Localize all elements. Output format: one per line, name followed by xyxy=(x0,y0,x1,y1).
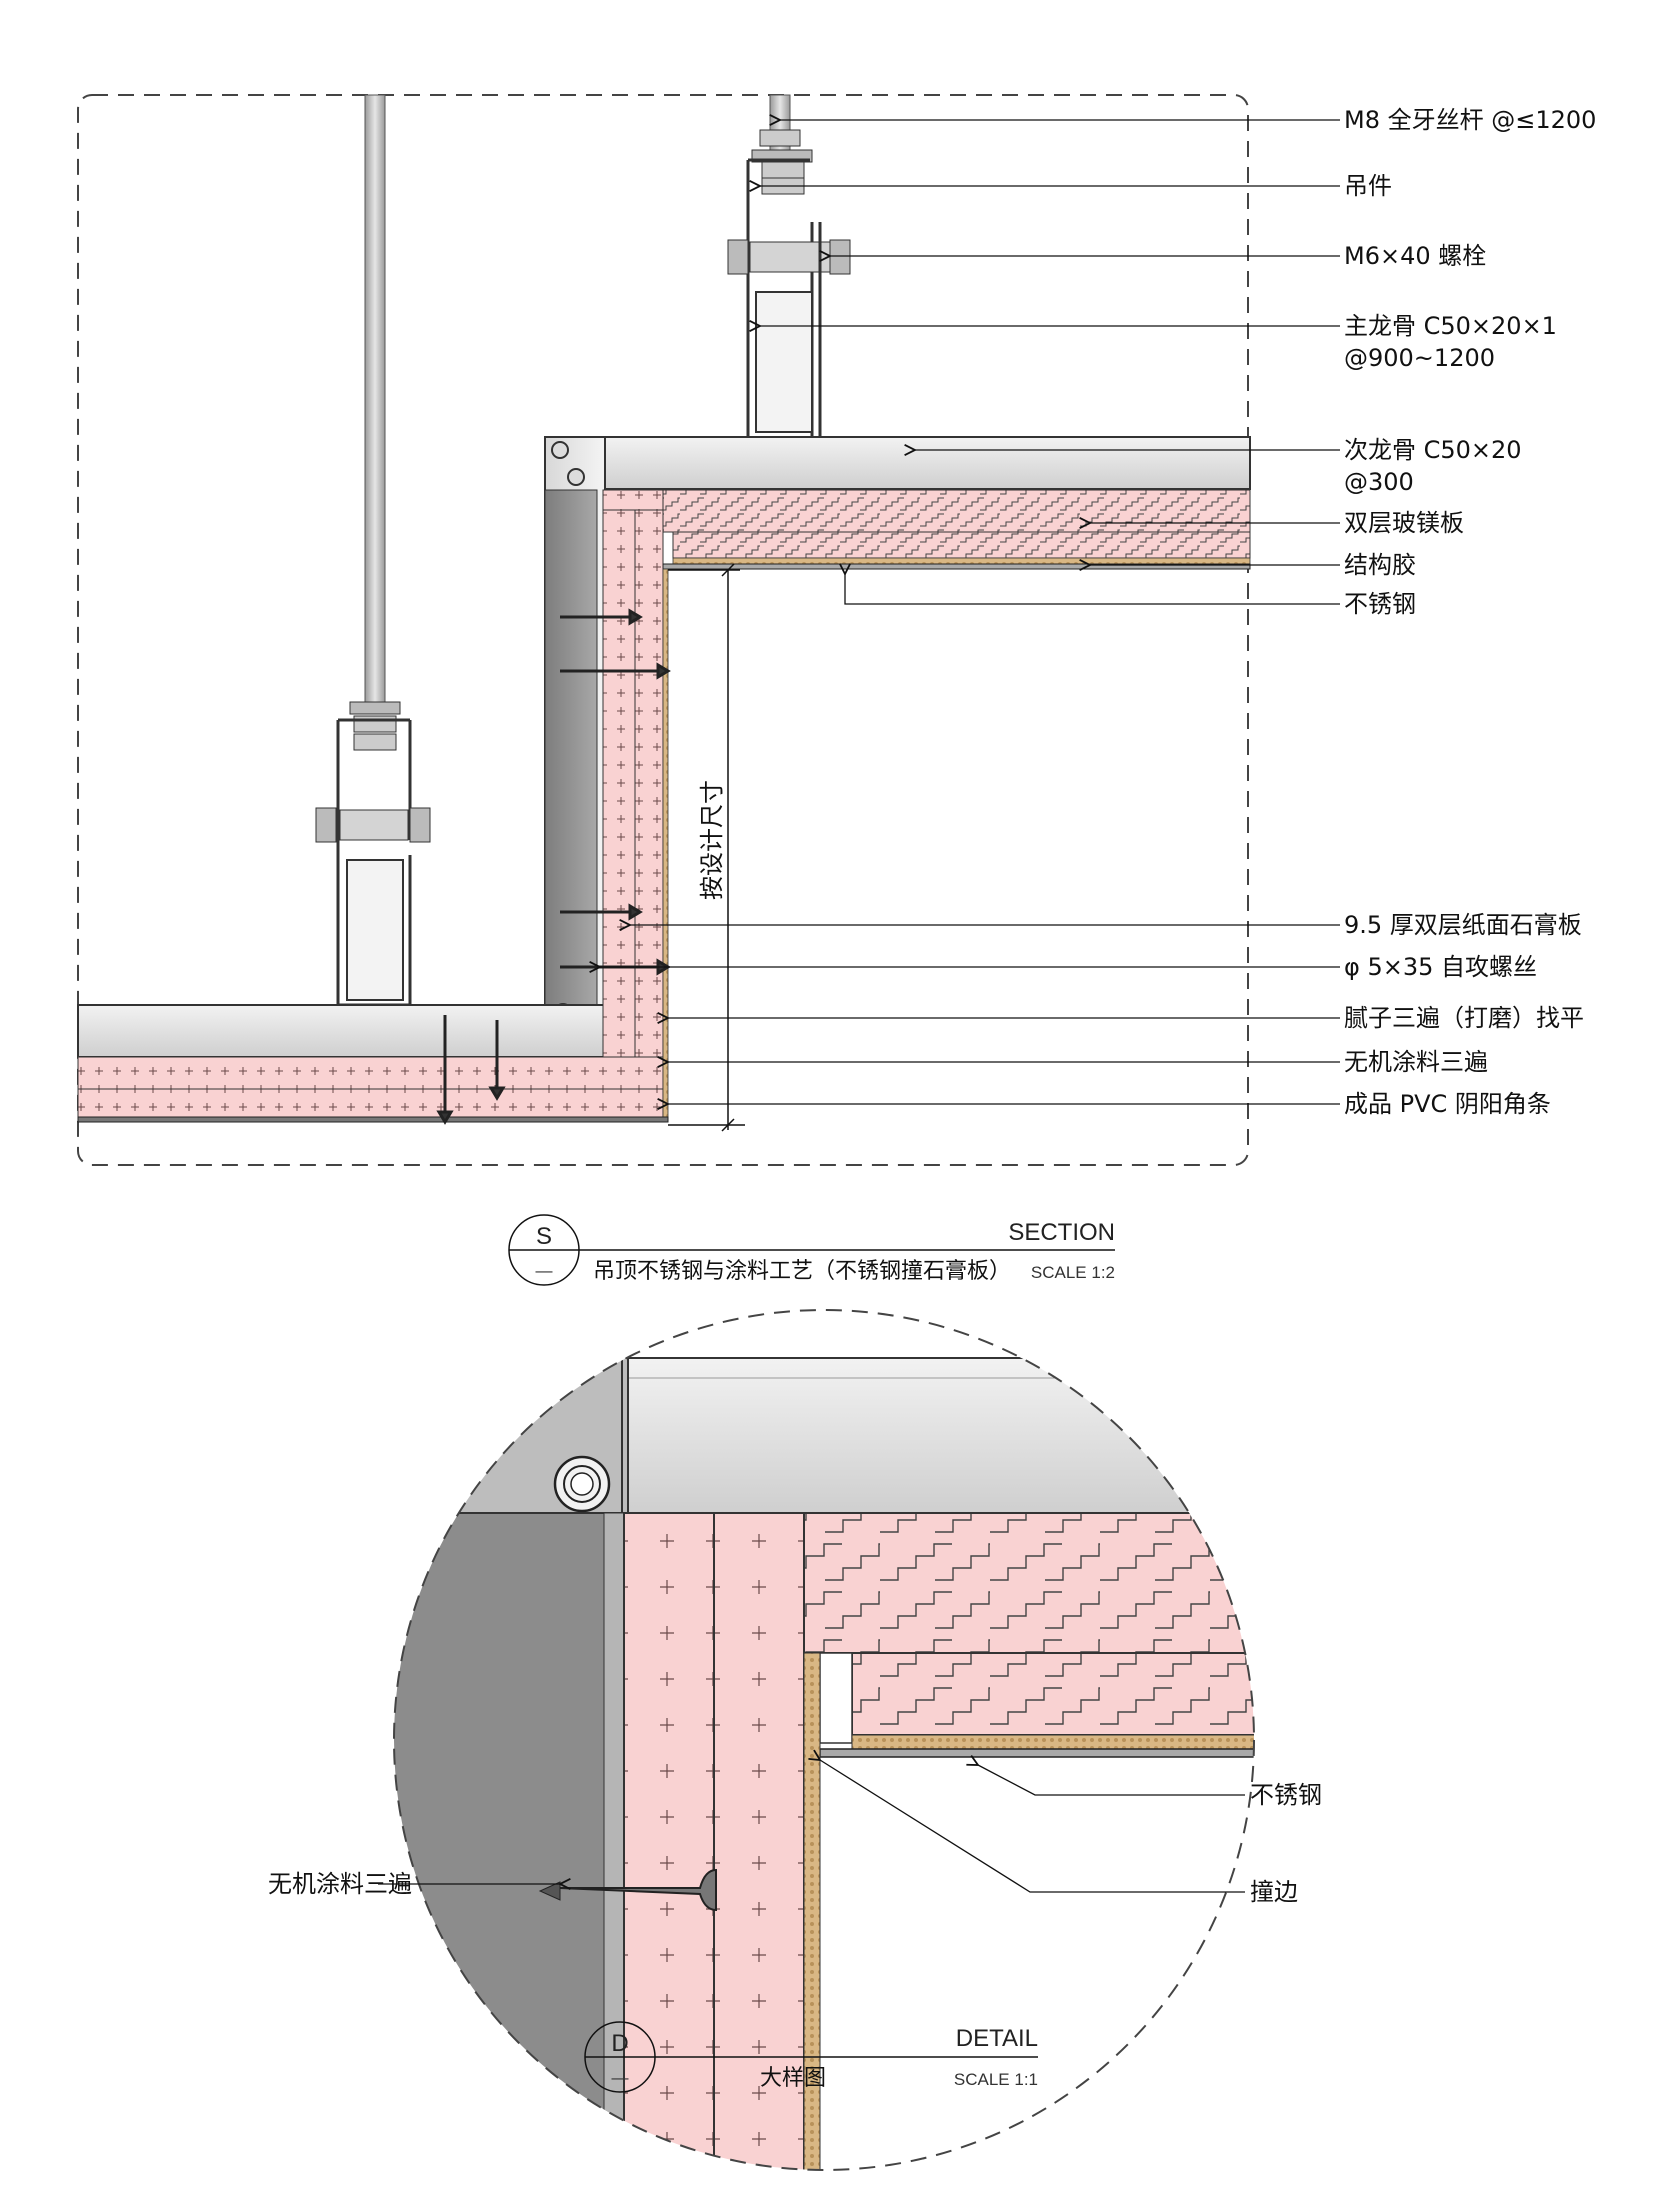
section-view: 按设计尺寸 M8 全牙丝杆 @≤1200 吊件 M6×40 螺栓 主龙骨 C50… xyxy=(77,94,1596,1286)
section-title-block: S — SECTION 吊顶不锈钢与涂料工艺（不锈钢撞石膏板） SCALE 1:… xyxy=(508,1214,1115,1286)
detail-gypsum-outer xyxy=(623,1512,715,2170)
detail-screw xyxy=(538,1868,717,1912)
detail-scale: SCALE 1:1 xyxy=(954,2070,1038,2089)
vertical-screws xyxy=(560,608,671,976)
bottom-gypsum-lower xyxy=(77,1088,664,1118)
left-hanger-rod xyxy=(364,94,386,714)
detail-mgo-lower xyxy=(851,1652,1254,1736)
corner-dark-face xyxy=(544,489,598,1006)
detail-vertical-finish xyxy=(803,1652,821,2170)
detail-title-block: D — DETAIL 大样图 SCALE 1:1 xyxy=(584,2021,1038,2093)
top-secondary-keel xyxy=(544,436,1251,490)
bottom-screws xyxy=(436,1015,506,1125)
label-structural-glue: 结构胶 xyxy=(1344,551,1416,579)
vertical-gypsum-inner xyxy=(634,509,664,1076)
detail-label-paint: 无机涂料三遍 xyxy=(268,1870,412,1898)
right-hanger-assembly xyxy=(727,129,851,442)
label-pvc-corner: 成品 PVC 阴阳角条 xyxy=(1344,1090,1551,1118)
detail-frame xyxy=(393,1309,1255,2171)
bolt-top-1 xyxy=(551,441,569,459)
detail-dark-face xyxy=(394,1512,623,2170)
structural-glue xyxy=(672,557,1251,565)
detail-type: DETAIL xyxy=(956,2025,1038,2052)
bottom-secondary-keel xyxy=(77,1004,606,1058)
detail-gypsum-inner xyxy=(713,1512,805,2170)
dimension-line xyxy=(668,563,745,1132)
section-scale: SCALE 1:2 xyxy=(1031,1263,1115,1282)
section-name: 吊顶不锈钢与涂料工艺（不锈钢撞石膏板） xyxy=(593,1259,1011,1284)
label-threaded-rod: M8 全牙丝杆 @≤1200 xyxy=(1344,106,1596,134)
label-main-keel-spacing: @900~1200 xyxy=(1344,344,1495,372)
label-secondary-keel-spacing: @300 xyxy=(1344,468,1414,496)
pvc-corner-bottom xyxy=(77,1116,669,1123)
vertical-gypsum-outer xyxy=(602,489,636,1076)
top-gypsum-corner xyxy=(602,489,664,511)
mgo-board-upper xyxy=(662,489,1251,533)
detail-leaders xyxy=(378,1760,1245,1893)
detail-glue xyxy=(851,1734,1254,1750)
detail-name: 大样图 xyxy=(760,2066,826,2091)
section-sheet: — xyxy=(536,1261,553,1280)
detail-label-butt-edge: 撞边 xyxy=(1250,1878,1298,1906)
detail-sheet: — xyxy=(612,2068,629,2087)
dimension-label: 按设计尺寸 xyxy=(698,780,726,900)
section-leaders xyxy=(600,120,1340,1104)
section-type: SECTION xyxy=(1008,1219,1115,1246)
label-bolt: M6×40 螺栓 xyxy=(1344,242,1486,270)
left-hanger-assembly xyxy=(315,701,431,1007)
detail-label-stainless: 不锈钢 xyxy=(1250,1781,1322,1809)
detail-view: 不锈钢 撞边 无机涂料三遍 D — DETAIL 大样图 SCALE 1:1 xyxy=(268,1309,1322,2171)
vertical-finish xyxy=(662,568,669,1118)
bolt-top-2 xyxy=(567,468,585,486)
label-main-keel: 主龙骨 C50×20×1 xyxy=(1344,312,1557,340)
label-stainless: 不锈钢 xyxy=(1344,590,1416,618)
mgo-board-lower xyxy=(672,531,1251,559)
section-frame xyxy=(77,94,1249,1166)
stainless-sheet xyxy=(662,563,1251,570)
label-gypsum-board: 9.5 厚双层纸面石膏板 xyxy=(1344,911,1582,939)
label-secondary-keel: 次龙骨 C50×20 xyxy=(1344,436,1522,464)
label-hanger: 吊件 xyxy=(1344,172,1392,200)
detail-symbol: D xyxy=(611,2030,628,2057)
label-putty: 腻子三遍（打磨）找平 xyxy=(1344,1004,1584,1032)
label-paint: 无机涂料三遍 xyxy=(1344,1048,1488,1076)
detail-mgo-upper xyxy=(803,1512,1254,1654)
bottom-gypsum-upper xyxy=(77,1056,664,1090)
section-symbol: S xyxy=(536,1223,552,1250)
label-self-tapping-screw: φ 5×35 自攻螺丝 xyxy=(1344,953,1537,981)
label-mgo-board: 双层玻镁板 xyxy=(1344,509,1464,537)
detail-stainless xyxy=(819,1748,1254,1758)
